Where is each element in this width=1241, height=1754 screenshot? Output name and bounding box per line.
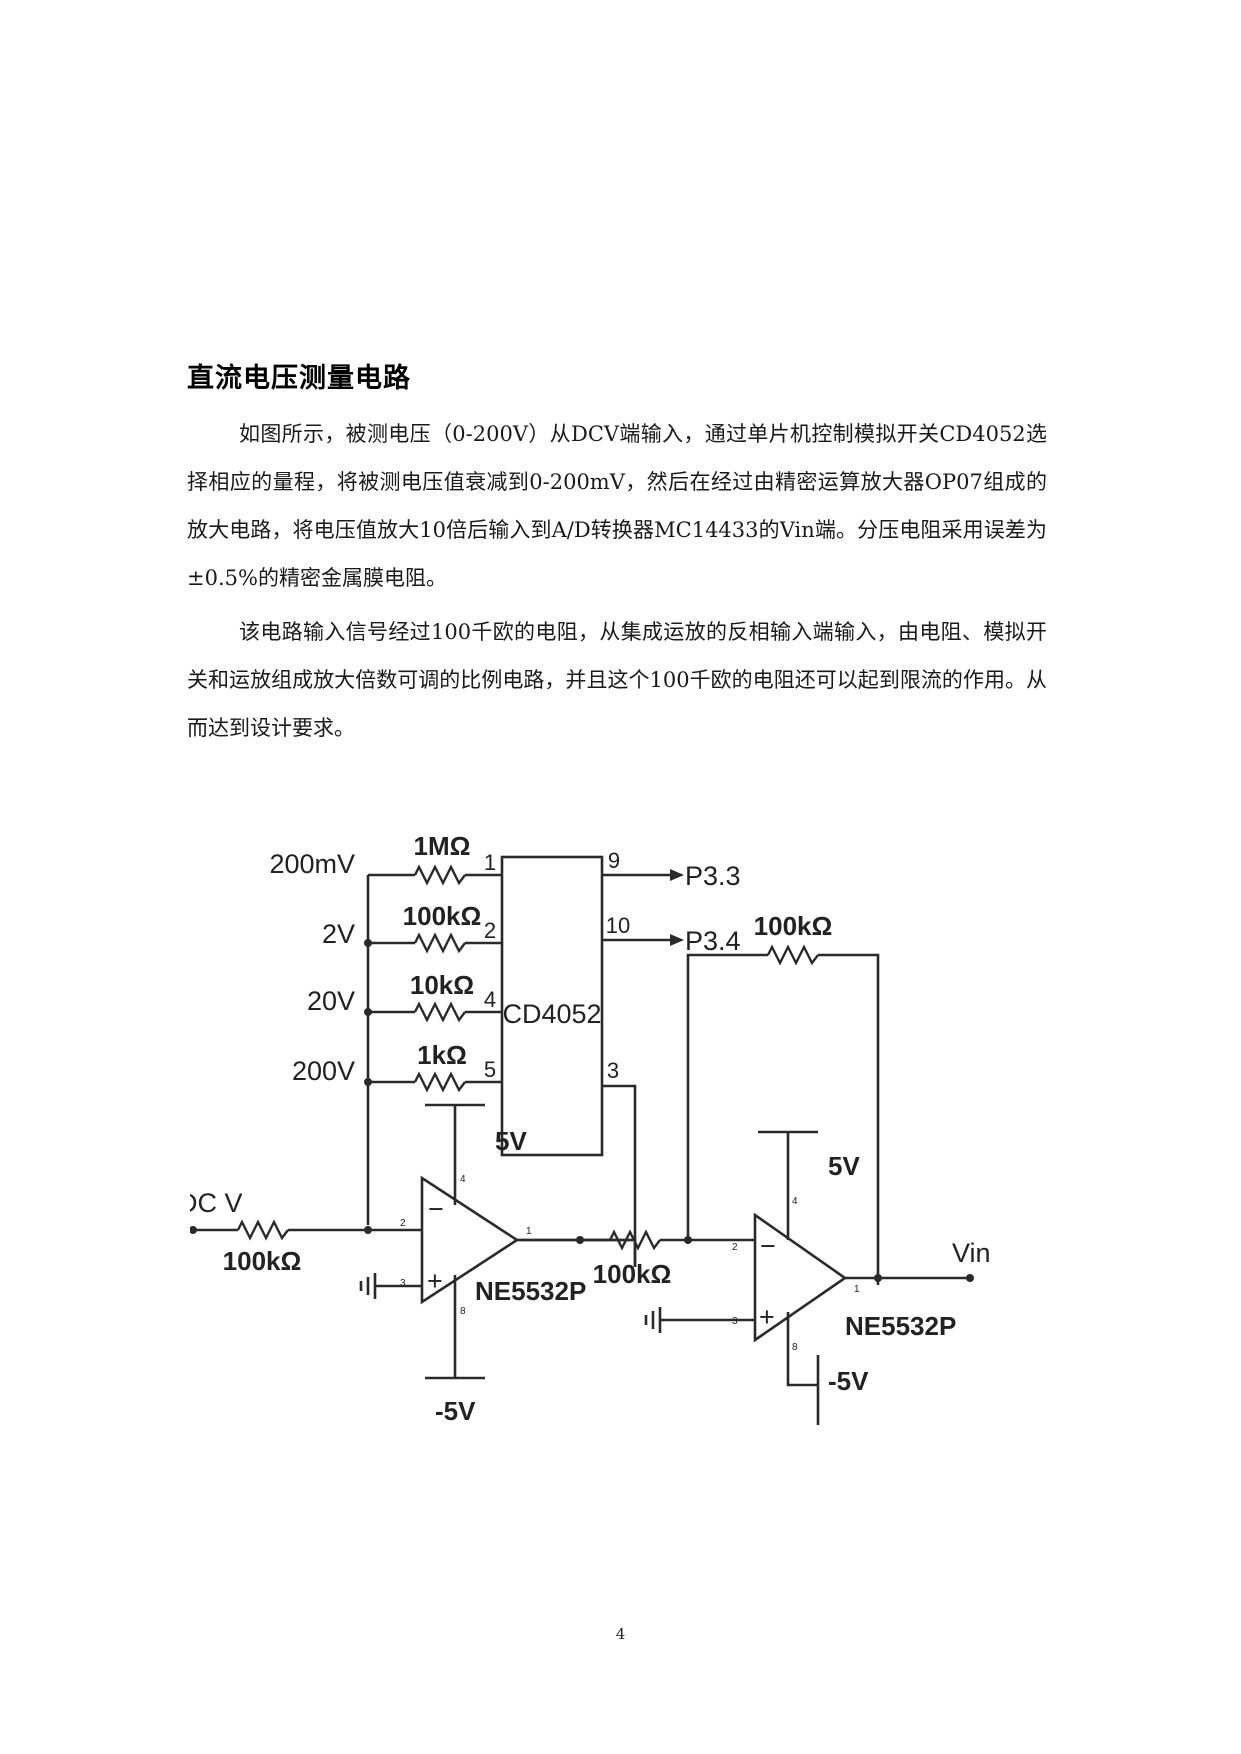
opamp-2-label: NE5532P — [845, 1311, 956, 1341]
resistor-100k-range — [413, 932, 466, 954]
mux-pin-4: 4 — [484, 987, 496, 1012]
opamp-2-supply-pos-label: 5V — [828, 1151, 860, 1181]
opamp-2-supply-pos — [758, 1130, 818, 1240]
input-label-dcv: DC V — [190, 1188, 243, 1218]
opamp-1 — [420, 1175, 520, 1305]
section-heading: 直流电压测量电路 — [187, 363, 411, 394]
resistor-label-feedback: 100kΩ — [754, 911, 833, 941]
ground-2 — [644, 1307, 662, 1333]
mux-pin-3: 3 — [607, 1058, 619, 1083]
paragraph-1: 如图所示，被测电压（0-200V）从DCV端输入，通过单片机控制模拟开关CD40… — [187, 422, 1047, 590]
resistor-feedback-100k — [766, 944, 819, 966]
opamp-1-supply-pos-label: 5V — [495, 1126, 527, 1156]
range-label-20v: 20V — [307, 986, 355, 1016]
paragraph-2: 该电路输入信号经过100千欧的电阻，从集成运放的反相输入端输入，由电阻、模拟开关… — [187, 620, 1047, 740]
opamp-2-pin-1: 1 — [854, 1284, 860, 1295]
opamp-2-supply-neg-label: -5V — [828, 1366, 869, 1396]
resistor-coupling-100k — [608, 1229, 661, 1251]
range-label-200mv: 200mV — [269, 849, 355, 879]
junction-20v — [364, 1008, 372, 1016]
opamp-1-supply-neg — [425, 1275, 485, 1380]
opamp-1-pin-2: 2 — [400, 1218, 406, 1229]
opamp-1-label: NE5532P — [475, 1276, 586, 1306]
resistor-label-10k: 10kΩ — [410, 970, 474, 1000]
mux-pin-1: 1 — [484, 850, 496, 875]
junction-200v — [364, 1078, 372, 1086]
resistor-input-100k — [236, 1219, 289, 1241]
arrow-p34 — [670, 934, 684, 946]
cd4052-chip — [500, 855, 604, 1157]
opamp-1-supply-pos — [425, 1103, 485, 1205]
resistor-1m — [413, 864, 466, 886]
port-p33-label: P3.3 — [685, 861, 741, 891]
resistor-label-1m: 1MΩ — [414, 831, 471, 861]
mux-pin-2: 2 — [484, 918, 496, 943]
junction-2v — [364, 939, 372, 947]
junction-output — [874, 1274, 882, 1282]
opamp-2-pin-8: 8 — [792, 1342, 798, 1353]
resistor-label-input: 100kΩ — [223, 1246, 302, 1276]
opamp-1-noninv-sign: + — [427, 1266, 443, 1296]
range-label-200v: 200V — [292, 1056, 355, 1086]
port-p34-label: P3.4 — [685, 926, 741, 956]
opamp-2-noninv-sign: + — [759, 1302, 775, 1332]
feedback-line — [686, 953, 880, 1285]
resistor-label-coupling: 100kΩ — [593, 1259, 672, 1289]
circuit-diagram: 200mV 2V 20V 200V 1MΩ 100kΩ 10kΩ 1kΩ CD4… — [190, 831, 991, 1426]
opamp-2-inv-sign: − — [760, 1231, 776, 1261]
opamp-2-pin-4: 4 — [792, 1196, 798, 1207]
opamp-1-pin-3: 3 — [400, 1278, 406, 1289]
opamp-1-pin-8: 8 — [460, 1306, 466, 1317]
resistor-10k — [413, 1001, 466, 1023]
output-terminal — [966, 1274, 974, 1282]
mux-pin-5: 5 — [484, 1057, 496, 1082]
resistor-1k — [413, 1071, 466, 1093]
ground-1 — [359, 1273, 377, 1299]
opamp-1-supply-neg-label: -5V — [435, 1396, 476, 1426]
range-label-2v: 2V — [322, 919, 355, 949]
arrow-p33 — [670, 869, 684, 881]
cd4052-label: CD4052 — [502, 999, 601, 1029]
resistor-label-1k: 1kΩ — [417, 1040, 467, 1070]
output-label-vin: Vin — [952, 1238, 991, 1268]
opamp-1-inv-sign: − — [428, 1194, 444, 1224]
opamp-2-supply-neg — [786, 1312, 820, 1425]
opamp-1-pin-4: 4 — [460, 1174, 466, 1185]
opamp-2-pin-3: 3 — [732, 1316, 738, 1327]
resistor-label-100k-range: 100kΩ — [403, 901, 482, 931]
opamp-2 — [753, 1212, 848, 1343]
mux-pin-9: 9 — [608, 848, 620, 873]
opamp-1-pin-1: 1 — [526, 1226, 532, 1237]
mux-pin-10: 10 — [606, 913, 630, 938]
mux-output-line — [602, 1084, 637, 1267]
opamp-2-pin-2: 2 — [732, 1242, 738, 1253]
page-number: 4 — [615, 1625, 626, 1643]
